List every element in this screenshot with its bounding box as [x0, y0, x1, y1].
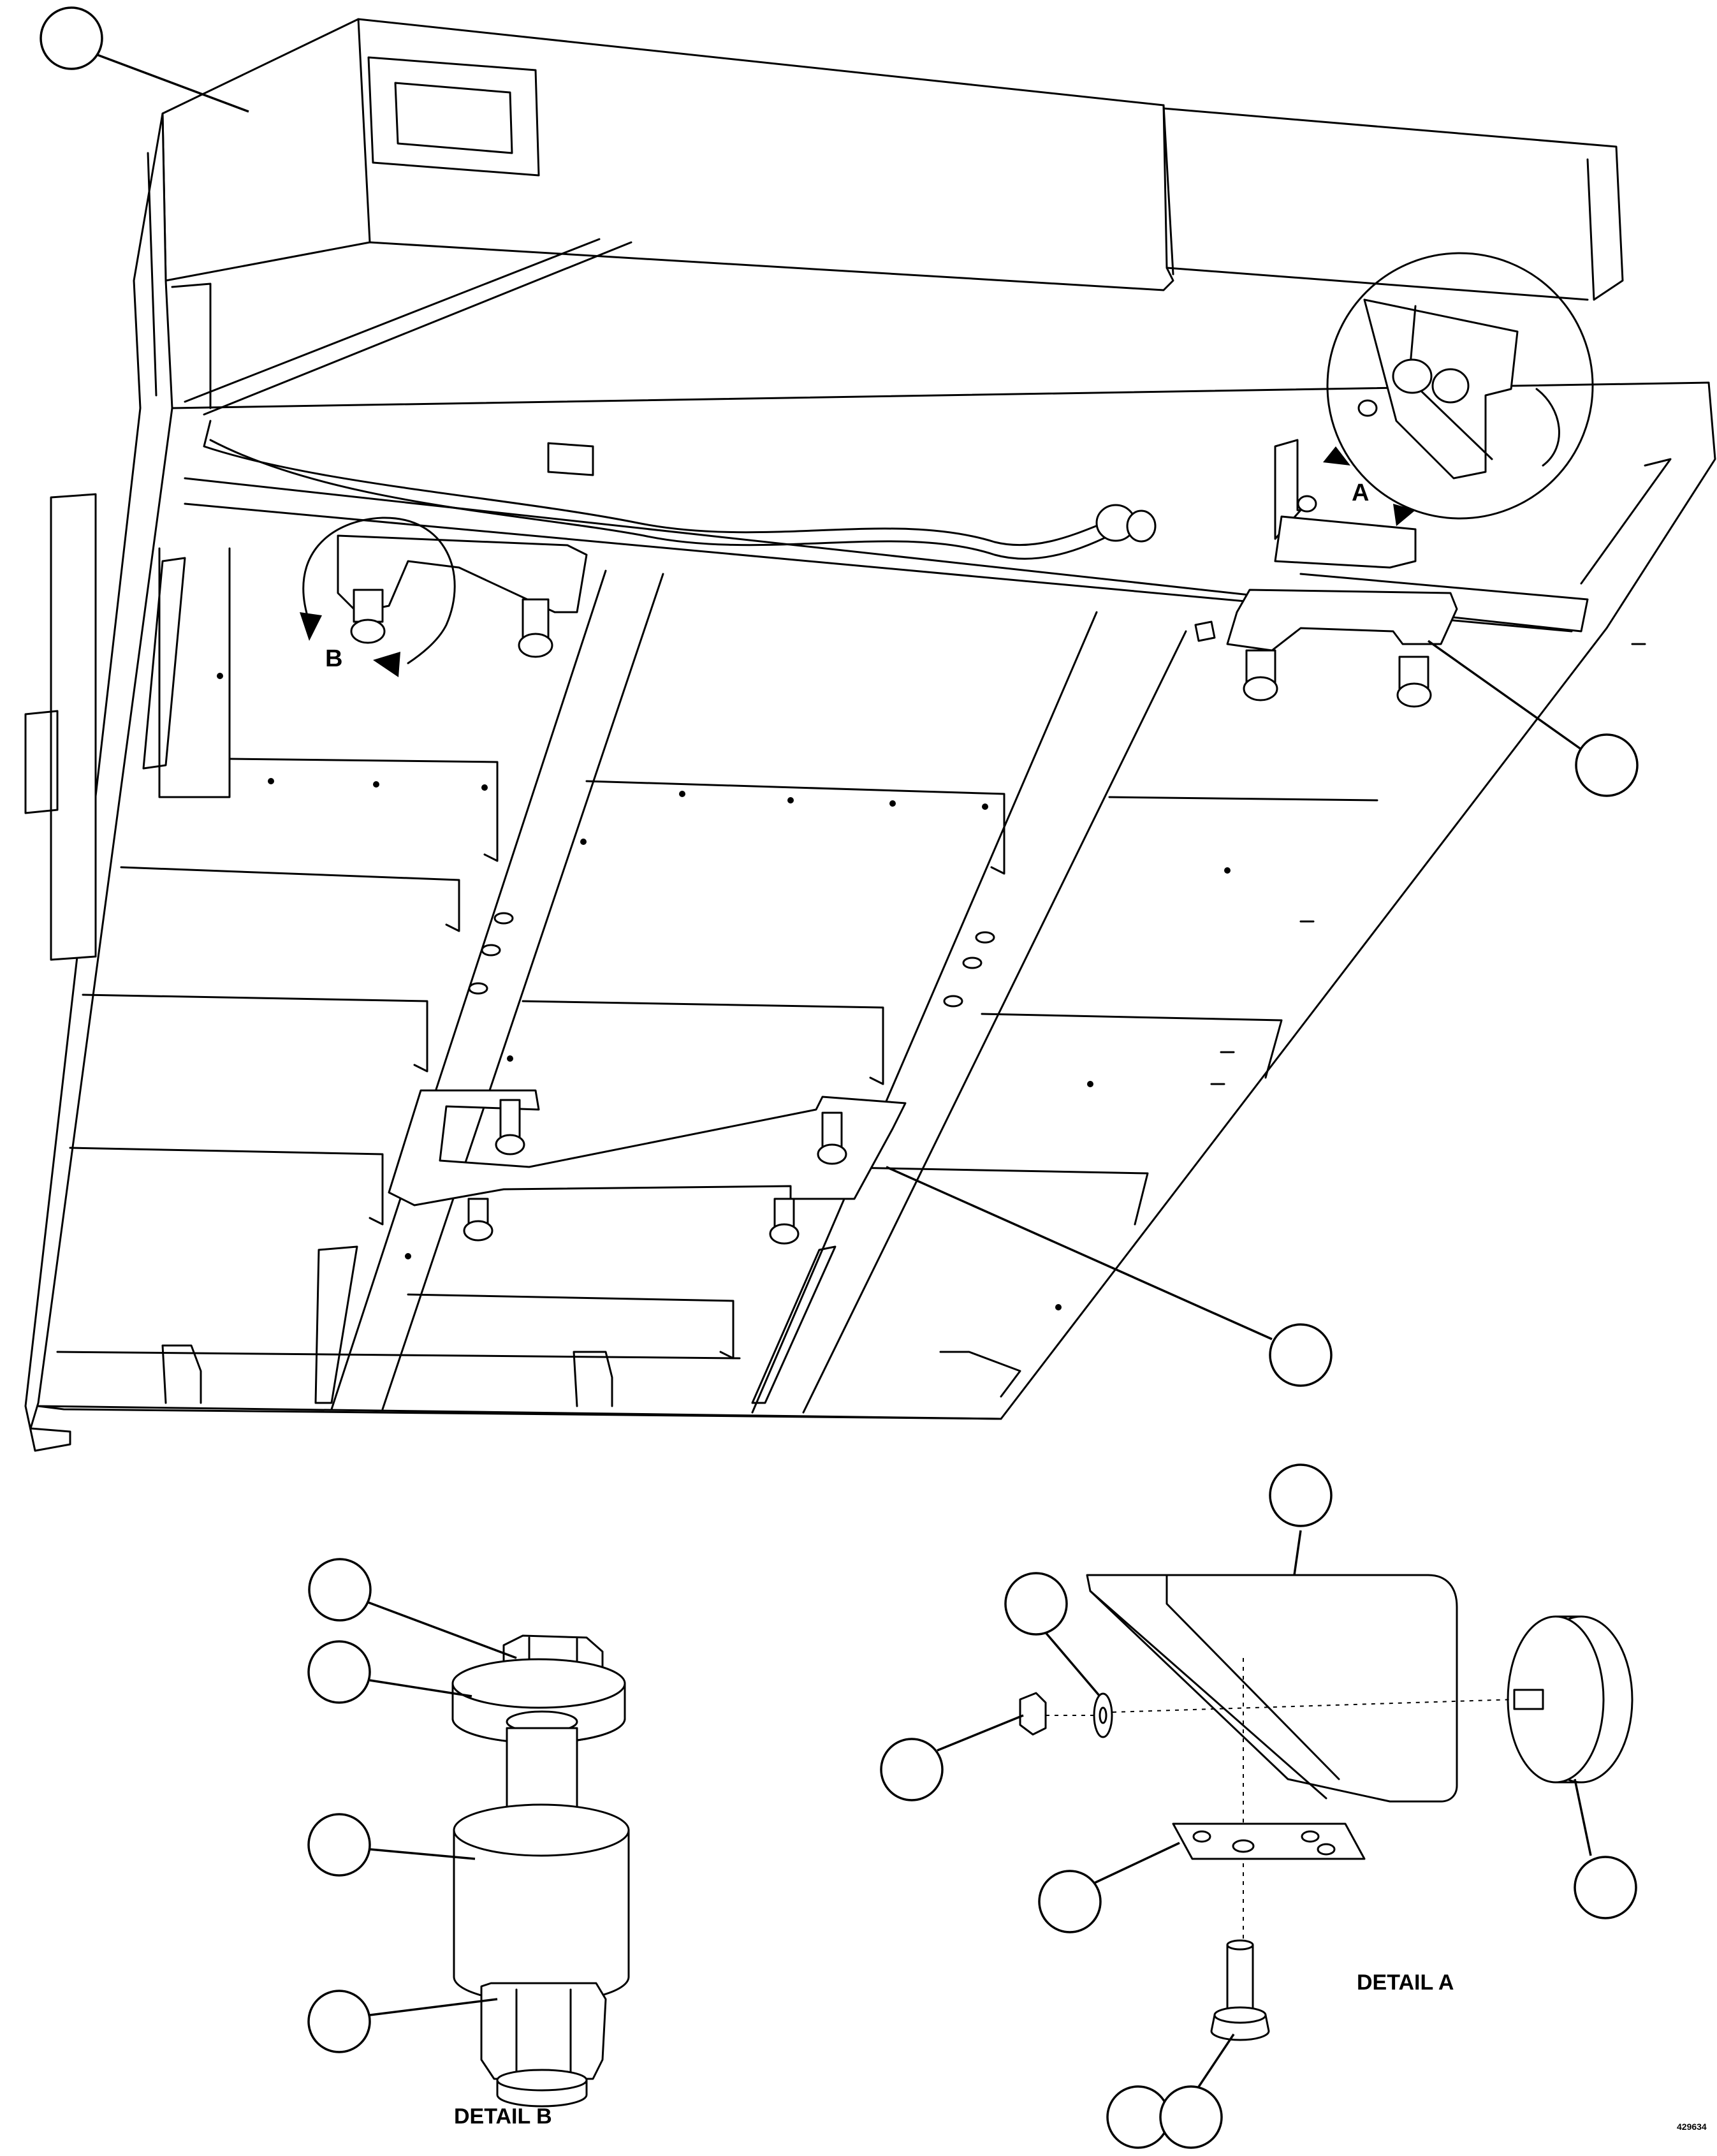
figure-code: 429634 — [1677, 2122, 1707, 2132]
detail-a-mount — [1019, 1574, 1633, 2041]
callout-main-1 — [40, 6, 249, 113]
mount-bracket — [1086, 1574, 1458, 1803]
callout-main-2 — [1427, 640, 1639, 797]
detail-b-marker: B — [325, 645, 342, 672]
isolator-bracket-b — [337, 534, 588, 658]
callout-a-3 — [880, 1714, 1024, 1801]
isolator-bracket-lower — [388, 1089, 907, 1245]
detail-a-marker: A — [1352, 480, 1369, 506]
detail-b-title: DETAIL B — [454, 2104, 552, 2129]
callout-a-4 — [1038, 1842, 1180, 1933]
isolator-bracket-right — [1194, 589, 1458, 708]
callout-b-4 — [307, 1990, 498, 2053]
wire-harness — [203, 420, 1123, 546]
detail-b-circle — [300, 517, 456, 677]
top-housing — [161, 18, 1174, 291]
callout-a-5 — [1574, 1778, 1637, 1919]
detail-a-circle — [1274, 252, 1594, 569]
left-side-panel — [24, 112, 173, 1452]
housing-vent — [367, 56, 540, 177]
callout-a-6 — [1106, 2034, 1235, 2149]
callout-b-2 — [307, 1640, 472, 1704]
main-assembly — [24, 18, 1716, 1452]
callout-main-3 — [886, 1166, 1333, 1387]
callout-b-1 — [308, 1558, 517, 1659]
detail-b-isolator — [451, 1634, 630, 2108]
detail-a-title: DETAIL A — [1357, 1970, 1454, 1995]
callout-a-2 — [1004, 1572, 1101, 1698]
fastener-dots — [217, 673, 1231, 1310]
left-electrical-box — [50, 493, 97, 961]
callout-b-3 — [307, 1813, 476, 1877]
callout-a-1 — [1269, 1463, 1333, 1576]
